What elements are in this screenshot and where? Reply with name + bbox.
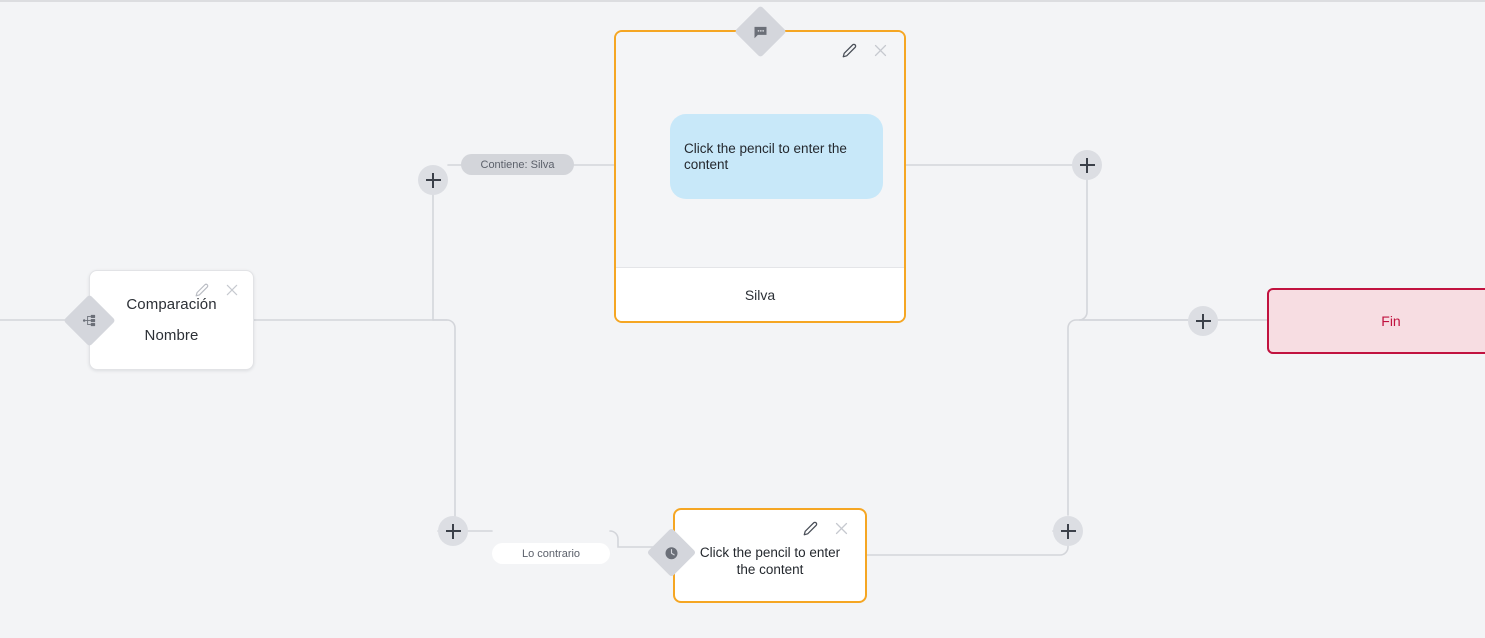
- branch-badge[interactable]: [63, 294, 116, 347]
- close-icon[interactable]: [834, 521, 849, 536]
- add-after-message-button[interactable]: [1072, 150, 1102, 180]
- message-card-footer-label: Silva: [744, 286, 776, 303]
- end-node-label: Fin: [1381, 313, 1401, 329]
- message-bubble-text: Click the pencil to enter the content: [684, 140, 847, 172]
- edge-label-contiene[interactable]: Contiene: Silva: [461, 154, 574, 175]
- message-card-body: Click the pencil to enter the content: [616, 32, 904, 267]
- simple-card-tools: [803, 521, 849, 536]
- close-icon[interactable]: [873, 43, 888, 58]
- clock-icon: [664, 545, 680, 561]
- message-bubble: Click the pencil to enter the content: [670, 114, 883, 199]
- add-before-end-button[interactable]: [1188, 306, 1218, 336]
- comparison-node[interactable]: Comparación Nombre: [89, 270, 254, 370]
- message-card-footer: Silva: [616, 267, 904, 321]
- branch-icon: [82, 313, 97, 328]
- pencil-icon[interactable]: [195, 283, 209, 297]
- pencil-icon[interactable]: [842, 43, 857, 58]
- simple-card[interactable]: Click the pencil to enter the content: [673, 508, 867, 603]
- add-after-simple-button[interactable]: [1053, 516, 1083, 546]
- comparison-subtitle: Nombre: [144, 327, 199, 344]
- pencil-icon[interactable]: [803, 521, 818, 536]
- edge-label-lo-contrario[interactable]: Lo contrario: [492, 543, 610, 564]
- add-bottom-branch-button[interactable]: [438, 516, 468, 546]
- message-card-tools: [842, 43, 888, 58]
- clock-badge[interactable]: [646, 527, 697, 578]
- message-badge[interactable]: [734, 5, 787, 58]
- end-node[interactable]: Fin: [1267, 288, 1485, 354]
- add-top-branch-button[interactable]: [418, 165, 448, 195]
- comparison-node-tools: [195, 283, 239, 297]
- simple-card-text: Click the pencil to enter the content: [699, 544, 841, 577]
- message-icon: [753, 24, 769, 40]
- close-icon[interactable]: [225, 283, 239, 297]
- message-card[interactable]: Click the pencil to enter the content Si…: [614, 30, 906, 323]
- comparison-title: Comparación: [126, 296, 217, 313]
